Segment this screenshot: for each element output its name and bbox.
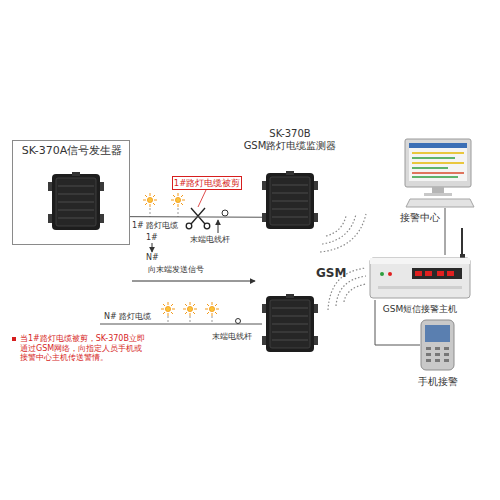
computer-node: 接警中心 xyxy=(400,138,475,208)
gsm-host-node: GSM短信接警主机 xyxy=(370,255,470,300)
cable-number: 1# xyxy=(146,233,166,243)
alarm-callout: 1#路灯电缆被剪 xyxy=(172,176,242,190)
alarm-note: 当1#路灯电缆被剪，SK-370B立即通过GSM网络，向指定人员手机或接警中心主… xyxy=(20,334,148,363)
cable-number: N# xyxy=(146,253,166,263)
cable-label: N# 路灯电缆 xyxy=(104,312,160,322)
phone-node: 手机接警 xyxy=(420,320,455,370)
monitor-device: SK-370B GSM路灯电缆监测器 xyxy=(262,172,318,230)
network-label: GSM xyxy=(316,266,356,280)
cable-connector xyxy=(375,300,420,345)
pole-label: 末端电线杆 xyxy=(212,332,272,342)
device-heading: SK-370B GSM路灯电缆监测器 xyxy=(230,128,350,152)
node-title: SK-370A信号发生器 xyxy=(13,144,131,157)
cable-connector xyxy=(130,216,262,218)
pole-label: 末端电线杆 xyxy=(190,235,250,245)
alarm-text: 1#路灯电缆被剪 xyxy=(173,178,241,188)
cable-label: 1# 路灯电缆 xyxy=(132,221,192,231)
cable-connector xyxy=(445,208,446,255)
signal-note: 向末端发送信号 xyxy=(148,265,228,275)
node-caption: GSM短信接警主机 xyxy=(370,304,470,315)
node-caption: 接警中心 xyxy=(400,212,442,223)
node-caption: 手机接警 xyxy=(412,376,463,387)
generator-box: SK-370A信号发生器 xyxy=(12,140,130,245)
